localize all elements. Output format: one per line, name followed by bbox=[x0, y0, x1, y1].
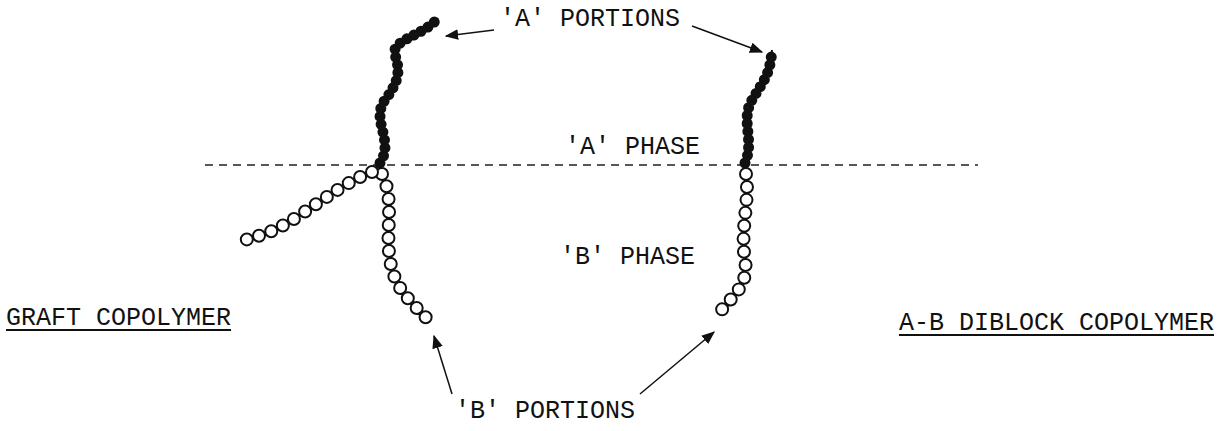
structure-title: A-B DIBLOCK COPOLYMER bbox=[899, 310, 1214, 338]
b-chain-graft bbox=[382, 174, 430, 322]
phase-label: 'B' PHASE bbox=[560, 244, 695, 272]
leader-arrow bbox=[446, 30, 494, 36]
b-branch-graft bbox=[245, 172, 372, 240]
a-chain-diblock bbox=[745, 50, 772, 163]
leader-arrow bbox=[640, 332, 714, 394]
phase-label: 'A' PHASE bbox=[565, 134, 700, 162]
structure-title: GRAFT COPOLYMER bbox=[6, 305, 231, 333]
interface-line bbox=[205, 164, 978, 166]
callout-label: 'A' PORTIONS bbox=[500, 6, 680, 34]
leader-arrow bbox=[434, 336, 452, 394]
leader-arrow bbox=[692, 26, 762, 52]
b-chain-diblock bbox=[715, 174, 747, 320]
callout-label: 'B' PORTIONS bbox=[455, 398, 635, 426]
a-chain-graft bbox=[380, 18, 438, 163]
